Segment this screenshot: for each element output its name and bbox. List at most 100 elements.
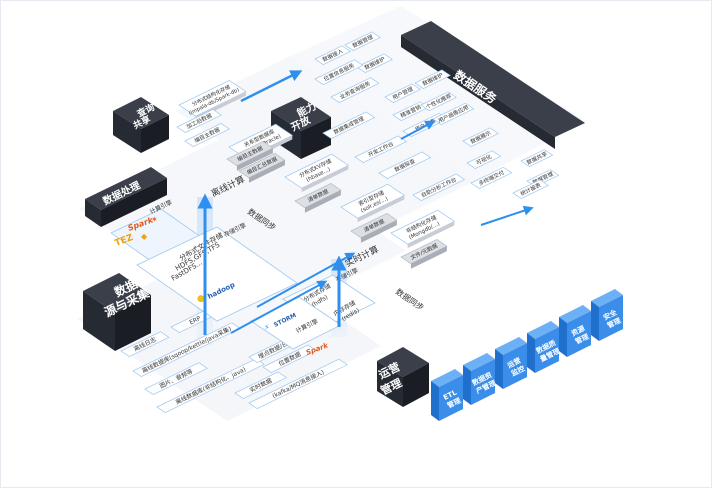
ops-block-top-2	[495, 337, 527, 355]
query-title-top	[113, 97, 169, 129]
capability-tool-0-face	[322, 111, 376, 139]
source-title-block: 数据来 源与采集	[83, 270, 152, 351]
service-item-11-face	[462, 127, 499, 147]
storage-to-service-arrow	[480, 205, 534, 226]
source-item-8-face	[234, 371, 288, 399]
service-item-12-face	[466, 150, 502, 169]
ops-block-side-5	[591, 301, 599, 341]
capability-title-top	[271, 97, 331, 131]
storage-engine-panel	[136, 226, 298, 322]
service-item-13-face	[470, 166, 513, 189]
query-title-front	[113, 111, 141, 153]
tez-drop-icon: ◆	[141, 232, 148, 241]
ops-block-side-4	[559, 317, 567, 357]
source-item-1-label: ERP	[188, 315, 202, 327]
ops-block-front-0	[439, 375, 463, 421]
query-title-block: 查询 共享	[113, 97, 169, 153]
capability-row-0-side	[248, 160, 285, 183]
capability-store-3-side	[407, 221, 455, 249]
capability-stores: 关系型数据库(mysql,Oracle)编目汇总数据分布式KV存储(hbase.…	[228, 123, 456, 269]
ops-title-side	[403, 363, 429, 407]
capability-row-3-side	[410, 246, 447, 269]
ops-title-top	[377, 347, 429, 377]
ops-block-front-5	[599, 295, 623, 341]
service-title-block: 数据服务	[401, 21, 585, 149]
capability-layer: 能力 开放 关系型数据库(mysql,Oracle)编目汇总数据分布式KV存储(…	[228, 97, 466, 269]
service-item-2-face	[356, 53, 393, 73]
query-arrow	[400, 120, 436, 140]
ops-title-front	[377, 361, 403, 407]
capability-row-0: 编目汇总数据	[238, 153, 286, 183]
sync-arrow-1	[230, 280, 328, 334]
service-item-8-face	[420, 91, 457, 111]
ops-block-top-4	[559, 305, 591, 323]
capability-store-1: 分布式KV存储(hbase...)	[284, 153, 350, 193]
source-item-5-face	[156, 358, 265, 413]
capability-title-side	[301, 117, 331, 159]
ops-block-top-0	[431, 369, 463, 387]
processing-title-top	[85, 167, 167, 210]
ops-block-side-2	[495, 349, 503, 389]
service-item-3-face	[314, 59, 364, 85]
capability-store-2: 索引型存储(solr,es/...)	[340, 183, 406, 223]
source-title-side	[115, 295, 151, 351]
service-item-10-face	[432, 102, 475, 125]
capability-store-2-side	[357, 195, 405, 223]
source-item-4-face	[144, 362, 208, 395]
ops-block-side-0	[431, 381, 439, 421]
service-item-5-face	[384, 83, 421, 103]
ops-block-side-1	[463, 365, 471, 405]
service-item-14-face	[520, 149, 554, 167]
spark-star-icon: ✶	[151, 215, 158, 224]
source-title-front	[83, 291, 115, 351]
capability-row-1-side	[304, 190, 341, 213]
capability-row-2-side	[360, 220, 397, 243]
ops-block-front-4	[567, 311, 591, 357]
processing-title-side	[101, 178, 167, 227]
capability-tool-2-face	[378, 151, 432, 179]
capability-tool-1-face	[354, 135, 408, 163]
source-item-9-face	[248, 358, 348, 409]
ops-block-front-1	[471, 359, 495, 405]
storm-icon: ⚡	[264, 323, 270, 332]
service-title-top	[401, 21, 585, 137]
ops-block-top-5	[591, 289, 623, 307]
ops-block-side-3	[527, 333, 535, 373]
source-item-0-face	[120, 331, 170, 357]
sync-arrow-2	[256, 252, 356, 308]
capability-tool-3-face	[412, 173, 466, 201]
query-item-2-side	[236, 148, 273, 171]
capability-row-3: 文件/元数据	[400, 239, 448, 269]
source-item-7-face	[262, 344, 317, 373]
hadoop-elephant-icon: ●	[197, 294, 205, 304]
ops-title-block: 运营 管理	[376, 347, 429, 407]
service-item-1-face	[344, 31, 381, 51]
processing-title-block: 数据处理	[85, 167, 167, 227]
service-item-0-face	[314, 45, 351, 65]
ops-block-front-3	[535, 327, 559, 373]
service-item-16-face	[512, 179, 549, 199]
source-title-top	[83, 273, 151, 313]
capability-to-service-arrow	[240, 70, 303, 103]
service-title-front	[401, 35, 555, 149]
query-item-1-face	[184, 123, 230, 147]
ops-block-top-3	[527, 321, 559, 339]
capability-store-1-side	[301, 165, 349, 193]
ops-block-top-1	[463, 353, 495, 371]
query-item-0-face	[176, 109, 222, 133]
service-item-4-face	[330, 77, 380, 103]
service-item-6-face	[414, 69, 451, 89]
capability-title-block: 能力 开放	[271, 97, 331, 159]
data-sync-label-2: 数据同步	[394, 286, 426, 312]
query-title-side	[141, 115, 169, 153]
service-plate	[291, 6, 586, 179]
